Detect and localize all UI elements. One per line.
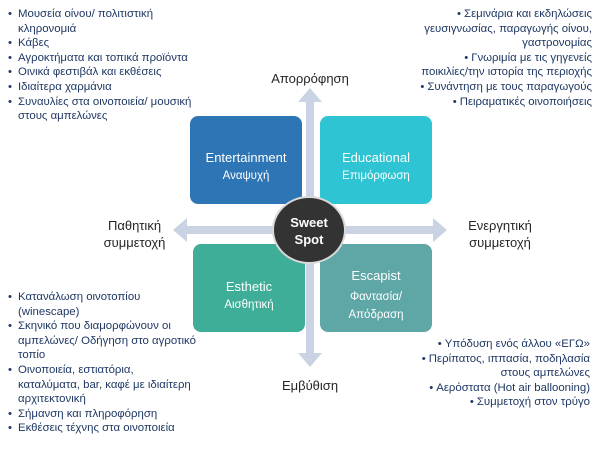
quadrant-entertainment-subtitle: Αναψυχή	[222, 170, 270, 182]
list-escapist-examples: •Υπόδυση ενός άλλου «ΕΓΩ» •Περίπατος, ιπ…	[415, 337, 590, 410]
list-item: •Αερόστατα (Hot air ballooning)	[429, 381, 590, 394]
axis-label-absorption: Απορρόφηση	[271, 71, 349, 86]
list-item-text: Συνάντηση με τους παραγωγούς	[427, 80, 592, 93]
list-item: Μουσεία οίνου/ πολιτιστική κληρονομιά	[8, 7, 193, 36]
quadrant-esthetic-subtitle: Αισθητική	[224, 299, 274, 311]
list-item: •Συνάντηση με τους παραγωγούς	[420, 80, 592, 93]
axis-label-active-line1: Ενεργητική	[468, 218, 532, 233]
list-item-text: Σεμινάρια και εκδηλώσεις γευσιγνωσίας, π…	[424, 8, 592, 50]
list-item: •Υπόδυση ενός άλλου «ΕΓΩ»	[437, 338, 590, 350]
list-item-text: Συμμετοχή στον τρύγο	[476, 396, 590, 409]
list-item-text: Πειραματικές οινοποιήσεις	[459, 95, 592, 108]
quadrant-esthetic-title: Esthetic	[225, 279, 273, 294]
axis-label-active-line2: συμμετοχή	[469, 235, 531, 250]
sweet-spot-line1: Sweet	[290, 215, 328, 230]
list-item-text: Γνωριμία με τις γηγενείς ποικιλίες/την ι…	[421, 51, 592, 79]
quadrant-entertainment: Entertainment Αναψυχή	[190, 116, 302, 204]
list-educational-examples: •Σεμινάρια και εκδηλώσεις γευσιγνωσίας, …	[417, 7, 592, 109]
list-item: Σκηνικό που διαμορφώνουν οι αμπελώνες/ Ο…	[8, 319, 198, 363]
arrow-up-head	[298, 88, 322, 102]
list-item: •Συμμετοχή στον τρύγο	[469, 396, 590, 409]
list-item: Ιδιαίτερα χαρμάνια	[8, 80, 193, 95]
quadrant-educational: Educational Επιμόρφωση	[320, 116, 432, 204]
quadrant-entertainment-title: Entertainment	[205, 150, 287, 165]
list-item: •Πειραματικές οινοποιήσεις	[452, 95, 592, 108]
axis-label-immersion: Εμβύθιση	[281, 378, 339, 393]
list-item: •Σεμινάρια και εκδηλώσεις γευσιγνωσίας, …	[424, 8, 592, 50]
quadrant-escapist-title: Escapist	[351, 268, 401, 283]
quadrant-educational-subtitle: Επιμόρφωση	[342, 170, 410, 182]
axis-label-passive-line1: Παθητική	[107, 218, 162, 233]
axis-label-passive-line2: συμμετοχή	[103, 235, 166, 250]
quadrant-escapist-subtitle-line2: Απόδραση	[348, 309, 404, 321]
sweet-spot-line2: Spot	[294, 232, 324, 247]
list-item-text: Περίπατος, ιππασία, ποδηλασία στους αμπε…	[428, 352, 590, 380]
axis-label-passive: Παθητική συμμετοχή	[92, 217, 177, 251]
list-item-text: Υπόδυση ενός άλλου «ΕΓΩ»	[444, 338, 590, 350]
list-esthetic-examples: Κατανάλωση οινοτοπίου (winescape) Σκηνικ…	[8, 290, 198, 436]
list-item: Αγροκτήματα και τοπικά προϊόντα	[8, 51, 193, 66]
list-item: Οινικά φεστιβάλ και εκθέσεις	[8, 65, 193, 80]
arrow-left-head	[173, 218, 187, 242]
arrow-down-head	[298, 353, 322, 367]
list-item-text: Αερόστατα (Hot air ballooning)	[436, 381, 590, 394]
list-item: Κάβες	[8, 36, 193, 51]
quadrant-educational-title: Educational	[342, 150, 410, 165]
list-item: Σήμανση και πληροφόρηση	[8, 407, 198, 422]
sweet-spot-circle: Sweet Spot	[272, 196, 346, 264]
list-item: Κατανάλωση οινοτοπίου (winescape)	[8, 290, 198, 319]
arrow-right-head	[433, 218, 447, 242]
list-item: Συναυλίες στα οινοποιεία/ μουσική στους …	[8, 95, 193, 124]
list-item: Οινοποιεία, εστιατόρια, καταλύματα, bar,…	[8, 363, 198, 407]
list-item: •Γνωριμία με τις γηγενείς ποικιλίες/την …	[421, 51, 592, 79]
axis-label-active: Ενεργητική συμμετοχή	[445, 217, 555, 251]
quadrant-esthetic: Esthetic Αισθητική	[193, 244, 305, 332]
list-entertainment-examples: Μουσεία οίνου/ πολιτιστική κληρονομιά Κά…	[8, 7, 193, 124]
quadrant-escapist-subtitle-line1: Φαντασία/	[349, 291, 403, 303]
list-item: Εκθέσεις τέχνης στα οινοποιεία	[8, 421, 198, 436]
list-item: •Περίπατος, ιππασία, ποδηλασία στους αμπ…	[421, 352, 590, 380]
quadrant-escapist: Escapist Φαντασία/ Απόδραση	[320, 244, 432, 332]
